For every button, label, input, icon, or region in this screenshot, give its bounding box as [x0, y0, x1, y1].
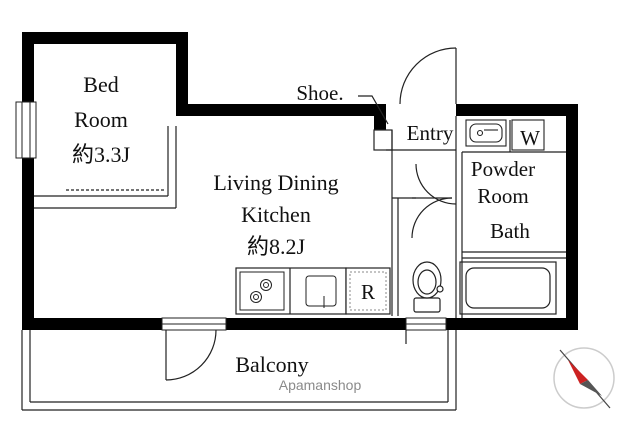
balcony-outline	[21, 330, 457, 411]
toilet-icon	[412, 261, 444, 313]
bed-room-label-line2: Room	[74, 107, 128, 132]
entry-label: Entry	[407, 121, 454, 145]
room-labels: Bed Room 約3.3J Living Dining Kitchen 約8.…	[72, 72, 540, 377]
wash-basin-icon	[465, 119, 507, 147]
balcony-label: Balcony	[235, 352, 308, 377]
ldk-area: 約8.2J	[247, 234, 306, 259]
ldk-label-line2: Kitchen	[241, 202, 311, 227]
balcony-window	[161, 317, 447, 331]
doors	[165, 47, 457, 381]
kitchen-counter	[235, 267, 347, 315]
stove-icon	[239, 271, 285, 311]
bath-label: Bath	[490, 219, 530, 243]
washer-space	[511, 119, 545, 151]
bathtub-icon	[459, 261, 557, 315]
outer-walls	[22, 32, 578, 330]
shoe-label: Shoe.	[296, 81, 343, 105]
bed-room-label-line1: Bed	[83, 72, 118, 97]
sink-icon	[305, 275, 337, 308]
watermark: Apamanshop	[279, 377, 362, 393]
ldk-label-line1: Living Dining	[213, 170, 338, 195]
bed-room-area: 約3.3J	[72, 142, 131, 167]
washer-label: W	[520, 126, 540, 150]
powder-room-label-line2: Room	[477, 184, 528, 208]
refrigerator	[345, 267, 391, 315]
refrigerator-label: R	[361, 280, 375, 304]
interior-walls	[34, 95, 566, 318]
powder-room-label-line1: Powder	[471, 157, 535, 181]
compass-icon	[553, 347, 615, 409]
bedroom-window	[15, 101, 37, 159]
